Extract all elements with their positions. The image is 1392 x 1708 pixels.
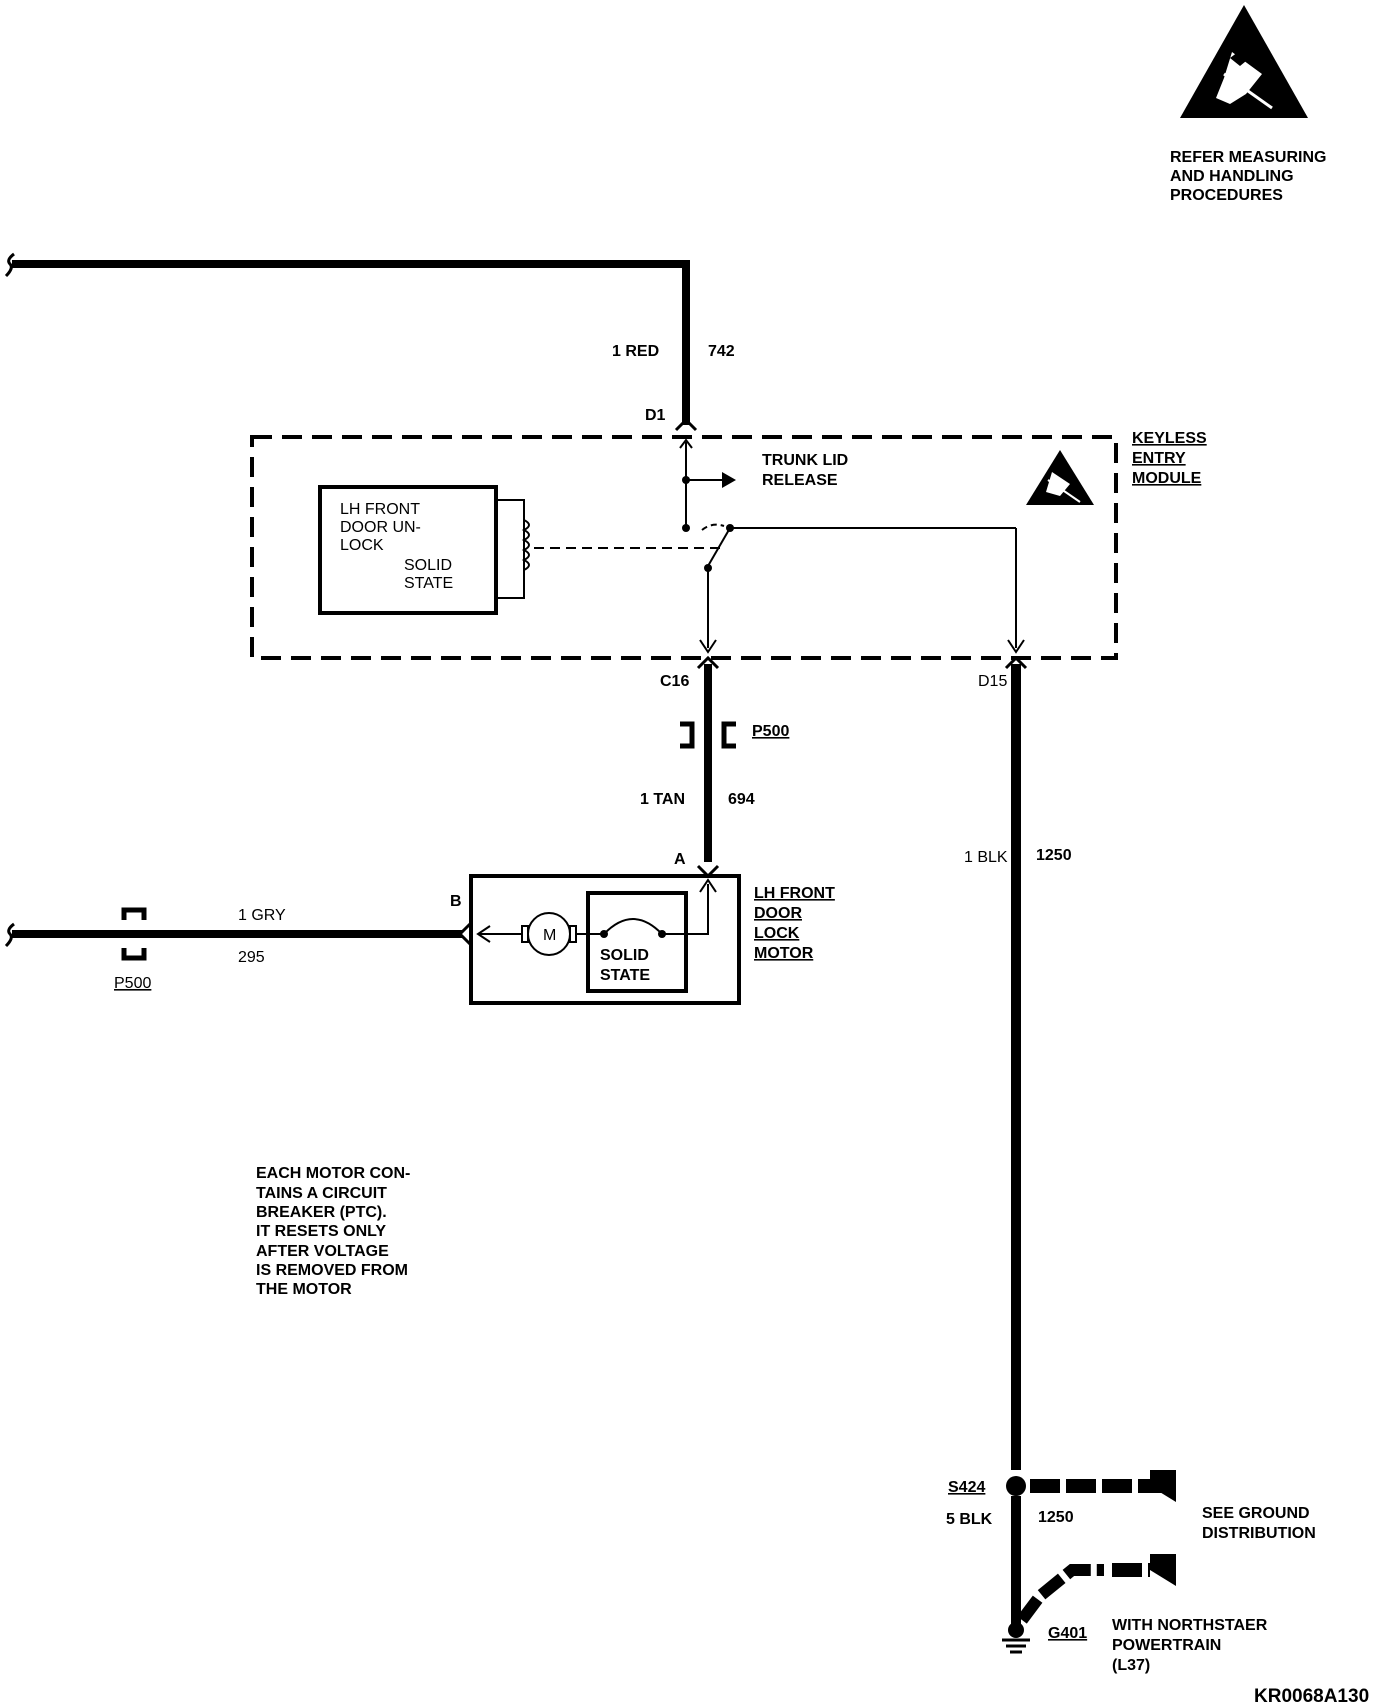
door-unlock-line-3: LOCK (340, 537, 384, 554)
wire-1250-color: 1 BLK (964, 849, 1008, 866)
svg-text:M: M (543, 927, 556, 944)
trunk-release-circuit (679, 438, 1025, 654)
door-lock-motor-title: LH FRONT DOOR LOCK MOTOR (754, 885, 835, 962)
esd-notice-line-1: REFER MEASURING (1170, 149, 1326, 166)
wire-295-gray (4, 922, 472, 948)
pin-b-label: B (450, 893, 462, 910)
wire-694-circuit: 694 (728, 791, 755, 808)
svg-text:LH FRONT: LH FRONT (754, 885, 835, 902)
pin-d1-label: D1 (645, 407, 666, 424)
door-lock-motor-box (469, 874, 741, 1005)
esd-notice-line-2: AND HANDLING (1170, 168, 1294, 185)
wire-742-circuit: 742 (708, 343, 735, 360)
p500-connector-upper-icon (680, 721, 736, 749)
northstar-line-3: (L37) (1112, 1657, 1150, 1674)
svg-text:BREAKER (PTC).: BREAKER (PTC). (256, 1204, 387, 1221)
esd-notice-line-3: PROCEDURES (1170, 187, 1283, 204)
wire-295-color: 1 GRY (238, 907, 286, 924)
door-unlock-line-2: DOOR UN- (340, 519, 421, 536)
connector-c16-icon (696, 655, 720, 670)
svg-text:TAINS A CIRCUIT: TAINS A CIRCUIT (256, 1185, 387, 1202)
svg-text:LOCK: LOCK (754, 925, 800, 942)
keyless-entry-module-title: KEYLESS ENTRY MODULE (1132, 430, 1207, 487)
connector-d1-icon (674, 417, 698, 432)
relay-coil-icon (496, 499, 725, 599)
motor-solid-state-line-2: STATE (600, 967, 650, 984)
wire-742-color: 1 RED (612, 343, 659, 360)
wire-295-circuit: 295 (238, 949, 265, 966)
svg-text:DOOR: DOOR (754, 905, 802, 922)
door-unlock-solid-1: SOLID (404, 557, 452, 574)
p500-label-upper: P500 (752, 723, 789, 740)
ground-distribution-line-2: DISTRIBUTION (1202, 1525, 1316, 1542)
wire-ground-circuit: 1250 (1038, 1509, 1074, 1526)
wire-694-color: 1 TAN (640, 791, 685, 808)
svg-text:IS REMOVED FROM: IS REMOVED FROM (256, 1262, 408, 1279)
wire-ground-color: 5 BLK (946, 1511, 993, 1528)
svg-text:MODULE: MODULE (1132, 470, 1202, 487)
motor-symbol-icon: M (521, 912, 577, 956)
motor-solid-state-line-1: SOLID (600, 947, 649, 964)
northstar-ground-path (1017, 1554, 1176, 1624)
connector-d15-icon (1004, 655, 1028, 670)
wire-742-red (4, 252, 690, 425)
pin-c16-label: C16 (660, 673, 689, 690)
module-esd-icon (1026, 450, 1094, 505)
door-unlock-line-1: LH FRONT (340, 501, 420, 518)
esd-warning-icon (1180, 5, 1308, 118)
splice-s424-icon (1006, 1476, 1026, 1496)
figure-code: KR0068A130 (1254, 1686, 1369, 1707)
svg-text:AFTER VOLTAGE: AFTER VOLTAGE (256, 1243, 389, 1260)
northstar-line-1: WITH NORTHSTAER (1112, 1617, 1268, 1634)
wire-1250-circuit: 1250 (1036, 847, 1072, 864)
northstar-line-2: POWERTRAIN (1112, 1637, 1221, 1654)
trunk-release-line-1: TRUNK LID (762, 452, 848, 469)
pin-a-label: A (674, 851, 686, 868)
p500-connector-lower-icon (121, 907, 147, 961)
svg-text:ENTRY: ENTRY (1132, 450, 1186, 467)
svg-text:THE MOTOR: THE MOTOR (256, 1281, 352, 1298)
door-unlock-solid-2: STATE (404, 575, 453, 592)
p500-label-lower: P500 (114, 975, 151, 992)
svg-text:IT RESETS ONLY: IT RESETS ONLY (256, 1223, 386, 1240)
motor-solid-state-box (586, 891, 688, 993)
motor-breaker-note: EACH MOTOR CON- TAINS A CIRCUIT BREAKER … (256, 1165, 410, 1298)
ground-distribution-line-1: SEE GROUND (1202, 1505, 1310, 1522)
ground-distribution-link (1030, 1470, 1176, 1502)
ground-g401-label: G401 (1048, 1625, 1087, 1642)
trunk-release-line-2: RELEASE (762, 472, 838, 489)
door-unlock-relay-box (318, 485, 498, 615)
keyless-entry-module-box (250, 435, 1118, 660)
ground-g401-icon (1002, 1622, 1030, 1654)
splice-s424-label: S424 (948, 1479, 985, 1496)
svg-text:EACH MOTOR CON-: EACH MOTOR CON- (256, 1165, 410, 1182)
svg-text:MOTOR: MOTOR (754, 945, 814, 962)
pin-d15-label: D15 (978, 673, 1007, 690)
svg-text:KEYLESS: KEYLESS (1132, 430, 1207, 447)
motor-internal-circuit (476, 878, 717, 993)
